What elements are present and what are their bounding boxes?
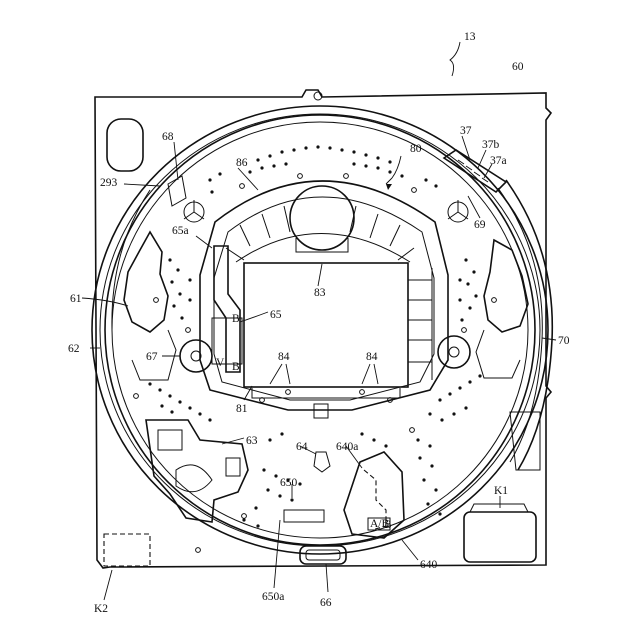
- label-81: 81: [236, 403, 248, 415]
- mark-b-left-2: B: [232, 361, 240, 373]
- mark-b-left-1: B: [232, 313, 240, 325]
- label-70: 70: [558, 335, 570, 347]
- label-65: 65: [270, 309, 282, 321]
- label-80: 80: [410, 143, 422, 155]
- label-13: 13: [464, 31, 476, 43]
- outer-rim: [92, 106, 548, 554]
- latch-66: [300, 546, 346, 564]
- label-63: 63: [246, 435, 258, 447]
- latch-66-inner: [306, 550, 340, 560]
- inner-rim: [100, 114, 540, 546]
- label-64: 64: [296, 441, 308, 453]
- label-37a: 37a: [490, 155, 507, 167]
- k1-unit-top: [470, 504, 528, 512]
- label-37b: 37b: [482, 139, 500, 151]
- label-650: 650: [280, 477, 298, 489]
- label-37: 37: [460, 125, 472, 137]
- arm-right-tab: [476, 330, 520, 378]
- container: [244, 263, 408, 387]
- label-293: 293: [100, 177, 118, 189]
- sensor-slot: [284, 510, 324, 522]
- label-67: 67: [146, 351, 158, 363]
- label-84-left: 84: [278, 351, 290, 363]
- leader-arrow-80: [386, 184, 392, 190]
- k2-region: [104, 534, 150, 566]
- label-60: 60: [512, 61, 524, 73]
- chamber-arch: [236, 234, 410, 263]
- bottom-clip: [314, 404, 328, 418]
- fan-housing: [290, 186, 354, 250]
- main-disc: [105, 115, 535, 545]
- label-61: 61: [70, 293, 82, 305]
- bumper-wall-left: [112, 190, 150, 330]
- main-disc-inner: [112, 122, 528, 538]
- label-65a: 65a: [172, 225, 189, 237]
- label-62: 62: [68, 343, 80, 355]
- label-83: 83: [314, 287, 326, 299]
- label-K2: K2: [94, 603, 108, 615]
- brush-left: [184, 200, 204, 222]
- label-640a: 640a: [336, 441, 358, 453]
- label-650a: 650a: [262, 591, 284, 603]
- wheel-right-hub: [449, 347, 459, 357]
- label-K1: K1: [494, 485, 508, 497]
- k1-unit: [464, 512, 536, 562]
- label-86: 86: [236, 157, 248, 169]
- brush-right: [448, 200, 468, 222]
- container-cells-right: [408, 268, 432, 380]
- arm-left: [124, 232, 168, 332]
- label-68: 68: [162, 131, 174, 143]
- label-640: 640: [420, 559, 438, 571]
- mark-v: V: [216, 357, 225, 369]
- label-66: 66: [320, 597, 332, 609]
- mark-ab: A/B: [370, 518, 390, 530]
- wheel-right: [438, 336, 470, 368]
- base-plate: [95, 90, 551, 568]
- front-cover: [168, 176, 186, 206]
- corner-opening: [107, 119, 143, 171]
- reference-labels: 13 60 37 37b 37a 80 68 86 293 69 65a 83 …: [68, 31, 570, 615]
- caster-64: [314, 452, 330, 472]
- label-69: 69: [474, 219, 486, 231]
- wheel-left: [180, 340, 212, 372]
- label-84-right: 84: [366, 351, 378, 363]
- leader-lines: [82, 42, 556, 600]
